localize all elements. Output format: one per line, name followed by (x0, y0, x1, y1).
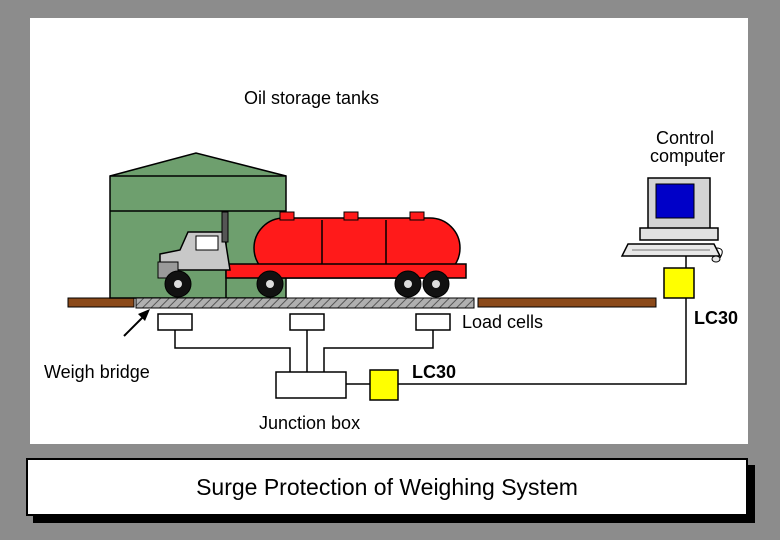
diagram-title: Surge Protection of Weighing System (196, 473, 578, 500)
label-oil-storage-tanks: Oil storage tanks (244, 88, 380, 108)
weigh-bridge-platform (135, 297, 475, 309)
label-lc30-upper: LC30 (694, 308, 739, 328)
weigh-bridge-arrow (123, 309, 150, 337)
label-junction-box: Junction box (259, 413, 361, 433)
label-control-computer-line2: computer (650, 146, 726, 166)
ground-right (477, 297, 657, 308)
control-computer (620, 177, 723, 263)
label-control-computer-line1: Control (656, 128, 715, 148)
label-lc30-lower: LC30 (412, 362, 457, 382)
title-banner: Surge Protection of Weighing System (26, 458, 748, 516)
ground-left (67, 297, 135, 308)
surge-protector-upper (663, 267, 695, 299)
load-cell (289, 313, 325, 331)
junction-box (275, 371, 347, 399)
load-cells (157, 313, 451, 331)
label-weigh-bridge: Weigh bridge (44, 362, 150, 382)
label-load-cells: Load cells (462, 312, 544, 332)
load-cell (415, 313, 451, 331)
load-cell (157, 313, 193, 331)
surge-protector-lower (369, 369, 399, 401)
tanker-truck (157, 211, 467, 298)
computer-mouse (711, 255, 721, 263)
monitor-screen (655, 183, 695, 219)
